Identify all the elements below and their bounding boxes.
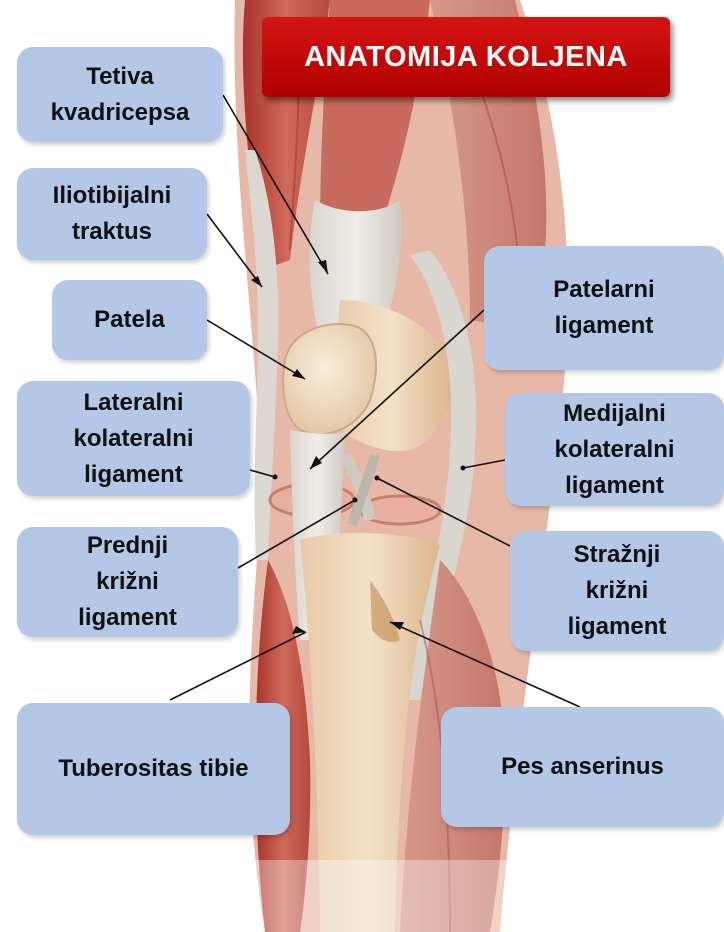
label-text: Medijalni kolateralni ligament — [554, 396, 674, 504]
label-text: Lateralni kolateralni ligament — [73, 385, 193, 493]
label-tuberositas-tibie: Tuberositas tibie — [17, 703, 290, 835]
diagram-title: ANATOMIJA KOLJENA — [304, 41, 628, 74]
label-text: Stražnji križni ligament — [568, 537, 667, 645]
title-banner: ANATOMIJA KOLJENA — [262, 17, 670, 97]
label-text: Tetiva kvadricepsa — [51, 59, 190, 131]
label-tetiva-kvadricepsa: Tetiva kvadricepsa — [17, 47, 223, 142]
label-straznji-krizni-ligament: Stražnji križni ligament — [510, 531, 724, 651]
label-lateralni-kolateralni-ligament: Lateralni kolateralni ligament — [17, 381, 250, 496]
label-iliotibijalni-traktus: Iliotibijalni traktus — [17, 168, 207, 260]
label-medijalni-kolateralni-ligament: Medijalni kolateralni ligament — [505, 393, 724, 506]
label-text: Pes anserinus — [501, 749, 664, 785]
label-patela: Patela — [52, 280, 207, 360]
label-prednji-krizni-ligament: Prednji križni ligament — [17, 527, 238, 637]
label-text: Patela — [94, 302, 165, 338]
label-text: Patelarni ligament — [553, 272, 654, 344]
label-text: Tuberositas tibie — [58, 751, 248, 787]
label-patelarni-ligament: Patelarni ligament — [484, 246, 724, 370]
label-text: Prednji križni ligament — [78, 528, 177, 636]
label-pes-anserinus: Pes anserinus — [441, 707, 724, 827]
label-text: Iliotibijalni traktus — [53, 178, 172, 250]
